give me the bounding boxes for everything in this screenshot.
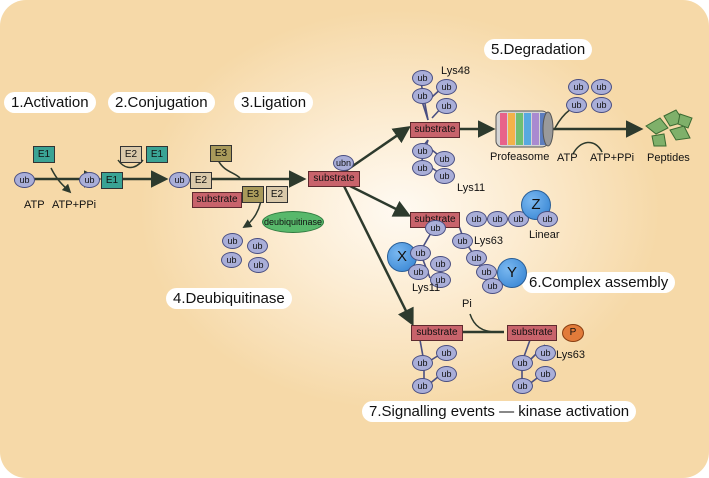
ubiquitin: ub [412,355,433,371]
ubiquitin: ub [169,172,190,188]
ubiquitin: ub [436,366,457,382]
ubiquitin: ub [535,366,556,382]
ubiquitin: ub [425,220,446,236]
e3-enzyme: E3 [242,186,264,203]
ubiquitin: ub [535,345,556,361]
ubiquitin: ub [566,97,587,113]
ubiquitin: ub [79,172,100,188]
substrate: substrate [507,325,557,341]
branch-to-signalling [342,185,414,327]
linear-label: Linear [529,229,560,241]
ubiquitin: ub [508,211,529,227]
step-conjugation-label: 2.Conjugation [108,92,215,113]
ubiquitin: ub [436,345,457,361]
lys63-label: Lys63 [556,349,585,361]
ubiquitin: ub [537,211,558,227]
atp-ppi-label: ATP+PPi [52,199,97,211]
step-deubiquitinase-label: 4.Deubiquitinase [166,288,292,309]
e1-enzyme: E1 [146,146,168,163]
ubiquitin: ub [436,79,457,95]
peptides-label: Peptides [647,152,690,164]
e3-curve [217,159,241,179]
ubiquitin: ub [412,378,433,394]
lys11-label: Lys11 [412,282,441,294]
ubiquitin: ub [221,252,242,268]
ubiquitin: ub [412,160,433,176]
step-signalling-label: 7.Signalling events — kinase activation [362,401,637,422]
ubiquitin: ub [222,233,243,249]
ubiquitin: ub [412,143,433,159]
substrate: substrate [192,192,242,208]
e2-enzyme: E2 [190,172,212,189]
ubiquitin: ub [412,70,433,86]
ubiquitin: ub [568,79,589,95]
lys63-label: Lys63 [474,235,503,247]
proteasome-label: Profeasome [490,151,550,163]
ubiquitin: ub [591,79,612,95]
ubiquitin: ub [430,256,451,272]
lys11-label: Lys11 [457,182,486,194]
ubiquitin: ub [452,233,473,249]
e1-enzyme: E1 [33,146,55,163]
ubiquitin: ub [408,264,429,280]
deubiquitinase-enzyme: deubiquitinase [262,211,324,233]
ubiquitin: ub [487,211,508,227]
atp-label: ATP [557,152,578,164]
ubiquitin: ub [248,257,269,273]
substrate: substrate [411,325,463,341]
e1-curve [50,167,72,194]
ubiquitin-n: ubn [333,155,354,171]
ubiquitin: ub [14,172,35,188]
proteasome-icon [495,110,554,148]
atp-label: ATP [24,199,45,211]
pi-label: Pi [462,298,472,310]
ubiquitin: ub [410,245,431,261]
e1-enzyme: E1 [101,172,123,189]
branch-to-degradation [343,126,411,174]
step-ligation-label: 3.Ligation [234,92,314,113]
peptides-icon [645,109,693,147]
step-degradation-label: 5.Degradation [484,39,593,60]
substrate: substrate [410,122,460,138]
ubiquitin: ub [512,355,533,371]
ubiquitin: ub [412,88,433,104]
substrate: substrate [308,171,360,187]
ubiquitin: ub [247,238,268,254]
ubiquitin: ub [436,98,457,114]
e2-enzyme: E2 [120,146,142,163]
ubiquitin: ub [512,378,533,394]
phosphate-group: P [562,324,584,342]
ubiquitin: ub [482,278,503,294]
atp-ppi-label: ATP+PPi [590,152,635,164]
step-activation-label: 1.Activation [4,92,96,113]
ubiquitin: ub [591,97,612,113]
ubiquitin: ub [466,211,487,227]
e2-enzyme: E2 [266,186,288,203]
lys48-label: Lys48 [441,65,470,77]
e3-enzyme: E3 [210,145,232,162]
pi-curve [469,313,497,333]
step-complex-assembly-label: 6.Complex assembly [522,272,676,293]
ubiquitin: ub [466,250,487,266]
ubiquitin: ub [434,168,455,184]
ubiquitin: ub [434,151,455,167]
branch-to-complex [343,181,412,217]
ubiquitin: ub [430,272,451,288]
atp-curve [572,141,603,155]
